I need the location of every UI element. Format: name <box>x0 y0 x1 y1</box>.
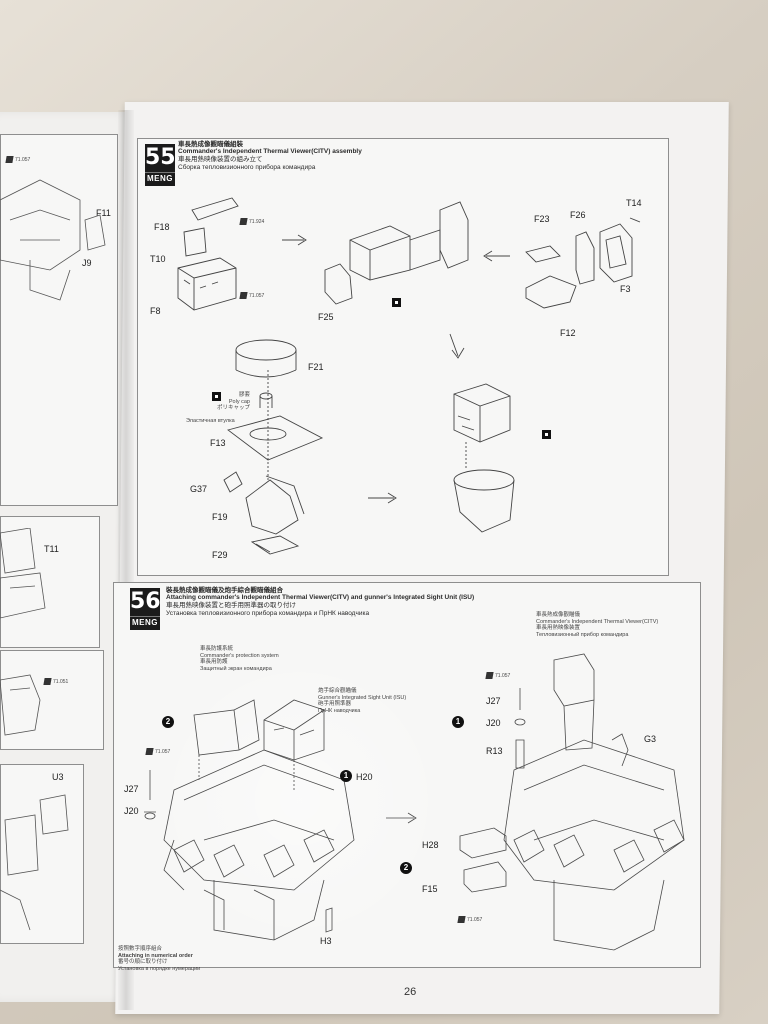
part-reference: 71.051 <box>43 678 68 685</box>
left-step-panel-3 <box>0 650 104 750</box>
step-56-badge: 56 MENG <box>130 588 161 630</box>
part-label: H28 <box>422 840 439 850</box>
part-reference: 71.057 <box>485 672 510 679</box>
gunner-sight-label: 炮手綜合觀瞄儀 Gunner's Integrated Sight Unit (… <box>318 688 406 714</box>
step-order-marker: 1 <box>452 716 464 728</box>
part-reference: 71.057 <box>5 156 30 163</box>
step-55-badge: 55 MENG <box>145 144 176 186</box>
step-55-title: 車長熱成像觀瞄儀組裝 Commander's Independent Therm… <box>178 140 538 172</box>
left-step-panel-2 <box>0 516 100 648</box>
label-en: Commander's protection system <box>200 652 279 659</box>
label-en: Gunner's Integrated Sight Unit (ISU) <box>318 694 407 701</box>
left-step-panel-1 <box>0 134 118 506</box>
numerical-order-note: 按照數字順序組合 Attaching in numerical order 番号… <box>118 946 200 972</box>
part-label: J27 <box>486 696 501 706</box>
note-ru: Установка в порядке нумерации <box>118 965 201 972</box>
part-label: F26 <box>570 210 586 220</box>
poly-cap-zh: 膠套 <box>238 392 250 398</box>
label-ja: 車長用防護 <box>200 659 228 665</box>
step-56-panel <box>113 582 701 968</box>
label-zh: 車長熱成像觀瞄儀 <box>536 612 581 618</box>
light-reflection <box>150 650 450 950</box>
label-ru: Защитный экран командира <box>200 665 272 672</box>
title-zh: 車長熱成像觀瞄儀組裝 <box>178 140 243 148</box>
part-label: T14 <box>626 198 642 208</box>
poly-cap-en: Poly cap <box>228 398 250 405</box>
part-label: T11 <box>44 544 59 554</box>
title-en: Commander's Independent Thermal Viewer(C… <box>178 148 362 155</box>
poly-cap-legend: 膠套 Poly cap ポリキャップ <box>190 392 250 412</box>
label-zh: 炮手綜合觀瞄儀 <box>318 688 357 694</box>
title-ja: 車長用熱映像装置の組み立て <box>178 156 263 163</box>
poly-cap-ja: ポリキャップ <box>216 405 250 411</box>
left-turret-drawing <box>0 528 46 619</box>
title-ru: Сборка тепловизионного прибора командира <box>178 164 316 171</box>
brand-logo: MENG <box>145 172 175 183</box>
label-zh: 車長防護系統 <box>200 646 234 652</box>
part-label: F11 <box>96 208 111 218</box>
part-label: J9 <box>82 258 92 268</box>
step-order-marker: 2 <box>400 862 412 874</box>
part-label: T10 <box>150 254 166 264</box>
poly-cap-icon <box>212 392 221 401</box>
label-en: Commander's Independent Thermal Viewer(C… <box>536 618 659 625</box>
poly-cap-icon <box>542 430 551 439</box>
part-reference: 71.057 <box>145 748 170 755</box>
part-label: F15 <box>422 884 438 894</box>
step-order-marker: 2 <box>162 716 174 728</box>
part-label: F8 <box>150 306 161 316</box>
part-label: F25 <box>318 312 334 322</box>
step-56-drawing <box>144 653 685 951</box>
label-ru: ПрНК наводчика <box>318 707 361 714</box>
part-label: F13 <box>210 438 226 448</box>
poly-cap-icon <box>392 298 401 307</box>
brand-logo: MENG <box>130 616 160 627</box>
step-55-panel <box>137 138 669 576</box>
part-label: G37 <box>190 484 208 494</box>
part-label: J20 <box>486 718 501 728</box>
poly-cap-ru: Эластичная втулка <box>186 418 235 424</box>
step-number: 56 <box>130 589 161 614</box>
part-label: F12 <box>560 328 576 338</box>
label-ja: 砲手用照準器 <box>318 701 352 707</box>
part-label: G3 <box>644 734 657 744</box>
part-label: F19 <box>212 512 228 522</box>
part-label: H20 <box>356 772 373 782</box>
step-number: 55 <box>145 145 176 170</box>
page-number: 26 <box>404 986 417 998</box>
step-order-marker: 1 <box>340 770 352 782</box>
part-reference: 71.057 <box>457 916 482 923</box>
step-56-title: 裝長熱成像觀瞄儀及炮手綜合觀瞄儀組合 Attaching commander's… <box>166 586 586 618</box>
part-reference: 71.057 <box>239 292 264 299</box>
citv-label: 車長熱成像觀瞄儀 Commander's Independent Thermal… <box>536 612 658 638</box>
part-label: F18 <box>154 222 170 232</box>
commander-protection-label: 車長防護系統 Commander's protection system 車長用… <box>200 646 279 672</box>
left-step-panel-4 <box>0 764 84 944</box>
part-label: U3 <box>52 772 64 782</box>
step-55-drawing <box>177 197 641 555</box>
part-label: F21 <box>308 362 324 372</box>
note-ja: 番号の順に取り付け <box>118 959 168 965</box>
part-label: R13 <box>486 746 503 756</box>
left-hull-drawing <box>0 179 106 301</box>
part-label: H3 <box>320 936 332 946</box>
left-part-drawing <box>0 674 41 736</box>
part-label: J20 <box>124 806 139 816</box>
part-reference: 71.924 <box>239 218 264 225</box>
title-ja: 車長用熱映像装置と砲手用照準器の取り付け <box>166 602 296 609</box>
left-hatch-drawing <box>0 794 69 931</box>
part-label: F29 <box>212 550 228 560</box>
label-ru: Тепловизионный прибор командира <box>536 631 629 638</box>
part-label: J27 <box>124 784 139 794</box>
part-label: F23 <box>534 214 550 224</box>
part-label: F3 <box>620 284 631 294</box>
label-ja: 車長用熱映像装置 <box>536 625 581 631</box>
note-en: Attaching in numerical order <box>118 952 193 959</box>
note-zh: 按照數字順序組合 <box>118 946 163 952</box>
title-zh: 裝長熱成像觀瞄儀及炮手綜合觀瞄儀組合 <box>166 586 283 594</box>
title-en: Attaching commander's Independent Therma… <box>166 594 475 601</box>
title-ru: Установка тепловизионного прибора команд… <box>166 610 370 617</box>
